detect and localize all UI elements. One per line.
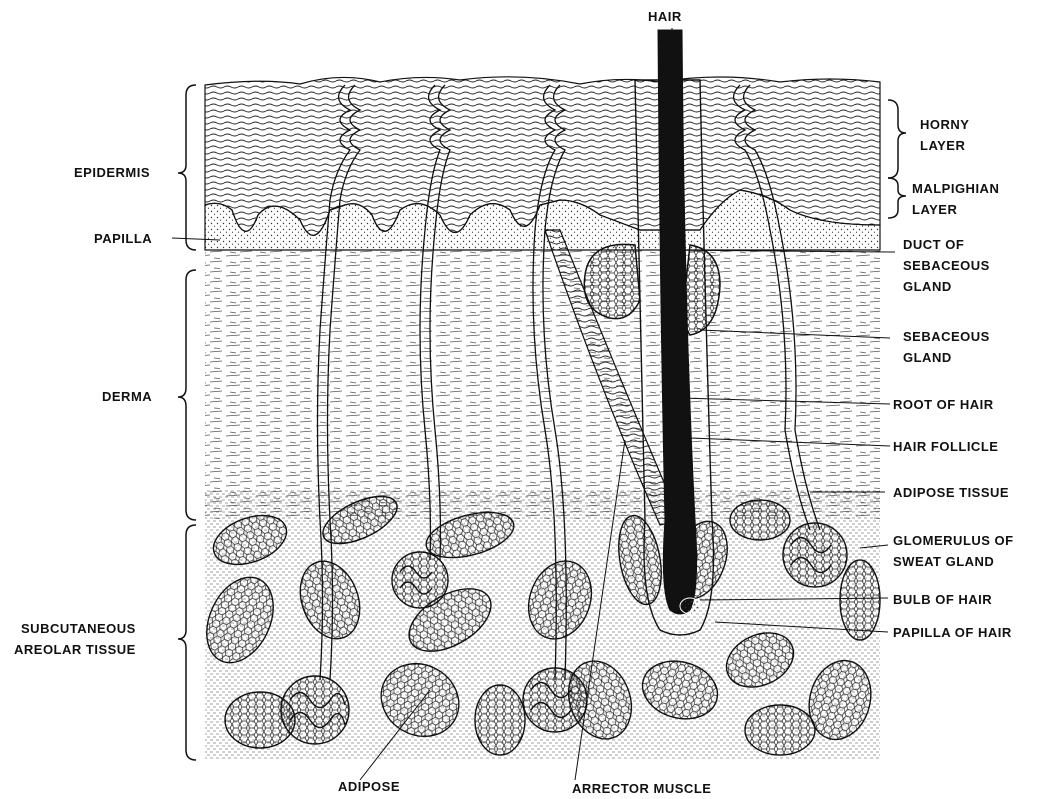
label-glomerulus: GLOMERULUS OF SWEAT GLAND [893,530,1014,572]
label-hair: HAIR [648,6,682,27]
label-bulb-of-hair-text: BULB OF HAIR [893,589,992,610]
label-duct-line1: DUCT OF [903,234,990,255]
label-subcutaneous-line2: AREOLAR TISSUE [14,639,136,660]
label-derma: DERMA [102,386,152,407]
label-glomerulus-line2: SWEAT GLAND [893,551,1014,572]
label-hair-follicle: HAIR FOLLICLE [893,436,998,457]
left-braces [178,85,196,760]
label-duct-line2: SEBACEOUS [903,255,990,276]
label-arrector-muscle-text: ARRECTOR MUSCLE [572,778,711,799]
label-epidermis: EPIDERMIS [74,162,150,183]
label-papilla-of-hair: PAPILLA OF HAIR [893,622,1012,643]
label-bulb-of-hair: BULB OF HAIR [893,589,992,610]
label-papilla: PAPILLA [94,228,152,249]
label-sebaceous-line2: GLAND [903,347,990,368]
label-arrector-muscle: ARRECTOR MUSCLE [572,778,711,799]
label-horny-layer-line1: HORNY [920,114,969,135]
right-braces [888,100,906,218]
label-derma-text: DERMA [102,386,152,407]
label-sebaceous-line1: SEBACEOUS [903,326,990,347]
label-subcutaneous: SUBCUTANEOUS AREOLAR TISSUE [14,618,136,660]
hair-papilla [680,598,700,614]
label-malpighian-line2: LAYER [912,199,999,220]
label-malpighian-line1: MALPIGHIAN [912,178,999,199]
label-subcutaneous-line1: SUBCUTANEOUS [14,618,136,639]
label-papilla-of-hair-text: PAPILLA OF HAIR [893,622,1012,643]
label-adipose-tissue-text: ADIPOSE TISSUE [893,482,1009,503]
label-adipose: ADIPOSE [338,776,400,797]
label-hair-follicle-text: HAIR FOLLICLE [893,436,998,457]
label-horny-layer: HORNY LAYER [920,114,969,156]
label-duct-sebaceous: DUCT OF SEBACEOUS GLAND [903,234,990,297]
label-horny-layer-line2: LAYER [920,135,969,156]
label-epidermis-text: EPIDERMIS [74,162,150,183]
label-glomerulus-line1: GLOMERULUS OF [893,530,1014,551]
label-sebaceous-gland: SEBACEOUS GLAND [903,326,990,368]
label-hair-text: HAIR [648,6,682,27]
label-papilla-text: PAPILLA [94,228,152,249]
label-root-of-hair-text: ROOT OF HAIR [893,394,994,415]
label-adipose-text: ADIPOSE [338,776,400,797]
label-duct-line3: GLAND [903,276,990,297]
label-malpighian-layer: MALPIGHIAN LAYER [912,178,999,220]
label-adipose-tissue: ADIPOSE TISSUE [893,482,1009,503]
label-root-of-hair: ROOT OF HAIR [893,394,994,415]
